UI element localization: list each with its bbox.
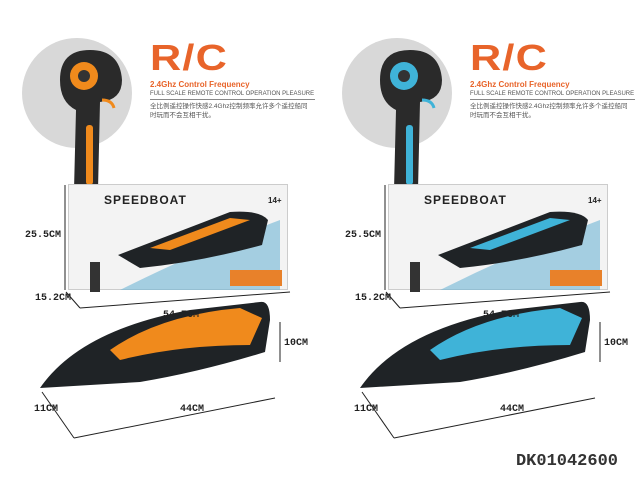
box-title: SPEEDBOAT xyxy=(104,193,187,207)
age-label: 14+ xyxy=(588,196,602,205)
box-title: SPEEDBOAT xyxy=(424,193,507,207)
box-width-label: 54.7CM xyxy=(483,310,520,321)
tagline: FULL SCALE REMOTE CONTROL OPERATION PLEA… xyxy=(150,91,315,100)
package-box-art xyxy=(360,185,611,439)
product-panel: R/C 2.4Ghz Control Frequency FULL SCALE … xyxy=(320,0,640,480)
box-height-label: 25.5CM xyxy=(345,230,382,241)
rc-title: R/C xyxy=(470,37,548,78)
boat-height-label: 10CM xyxy=(604,338,629,349)
product-panel: R/C 2.4Ghz Control Frequency FULL SCALE … xyxy=(22,37,315,439)
frequency-text: 2.4Ghz Control Frequency xyxy=(150,80,250,89)
boat-length-label: 44CM xyxy=(180,404,205,415)
tagline: FULL SCALE REMOTE CONTROL OPERATION PLEA… xyxy=(470,91,635,100)
age-label: 14+ xyxy=(268,196,282,205)
description-cn: 全比例遥控操作快感2.4Ghz控制频率允许多个遥控船同时玩而不会互相干扰。 xyxy=(150,103,308,119)
boat-height-label: 10CM xyxy=(284,338,309,349)
boat-width-label: 11CM xyxy=(34,404,59,415)
boat-length-label: 44CM xyxy=(500,404,525,415)
frequency-text: 2.4Ghz Control Frequency xyxy=(470,80,570,89)
package-box-art xyxy=(40,185,291,439)
boat-width-label: 11CM xyxy=(354,404,379,415)
product-code: DK01042600 xyxy=(515,452,618,471)
box-depth-label: 15.2CM xyxy=(35,293,72,304)
remote-controller-image xyxy=(380,50,442,198)
box-width-label: 54.7CM xyxy=(163,310,200,321)
box-depth-label: 15.2CM xyxy=(355,293,392,304)
remote-controller-image xyxy=(60,50,122,198)
box-height-label: 25.5CM xyxy=(25,230,62,241)
description-cn: 全比例遥控操作快感2.4Ghz控制频率允许多个遥控船同时玩而不会互相干扰。 xyxy=(470,103,628,119)
rc-title: R/C xyxy=(150,37,228,78)
